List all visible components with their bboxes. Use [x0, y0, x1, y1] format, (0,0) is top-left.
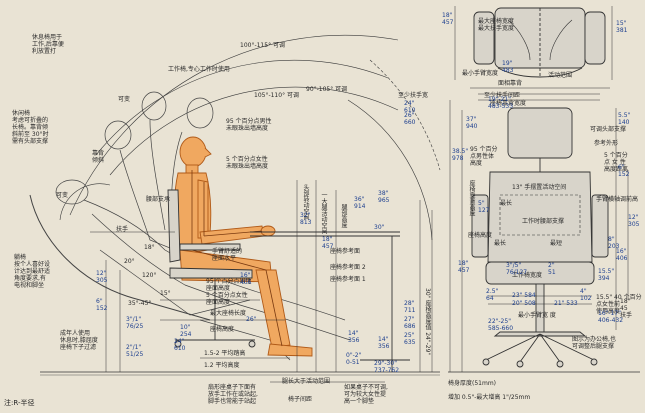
figure-foot — [267, 343, 313, 357]
front-view-backrest — [487, 171, 593, 263]
side-dimension-lines — [90, 180, 433, 383]
front-view-caster-4 — [556, 360, 564, 368]
top-view-armrest-left — [473, 11, 495, 65]
rest-figure-body — [119, 149, 201, 261]
front-dimension-lines — [449, 6, 629, 372]
chair-seat-side — [169, 267, 253, 279]
front-view-lumbar-zone — [499, 194, 581, 236]
reach-arc-middle — [109, 86, 399, 176]
front-view-armrest-left — [471, 194, 489, 258]
reach-arc-right-outer — [369, 59, 441, 171]
figure-hand — [260, 225, 276, 237]
figure-head — [179, 136, 207, 168]
front-view-caster-3 — [516, 360, 524, 368]
lounge-chair-outline — [29, 194, 211, 321]
front-view-legs — [485, 333, 595, 363]
rest-figure-head — [104, 120, 132, 150]
chair-caster-2 — [248, 340, 256, 348]
desk-side — [250, 231, 410, 372]
figure-nose — [204, 147, 212, 158]
top-view-backrest — [497, 67, 583, 78]
top-view-arc-1 — [507, 19, 531, 61]
front-view-seat — [485, 261, 595, 285]
top-view-armrest-right — [584, 11, 606, 65]
work-figure-head — [141, 91, 167, 121]
top-view-arc-2 — [549, 19, 573, 61]
ghost-figures — [29, 91, 351, 361]
chair-front-view — [471, 107, 609, 368]
lounge-figure-underside — [91, 213, 351, 341]
reach-arc-right — [347, 99, 433, 241]
reach-arcs — [59, 34, 441, 241]
work-chair-side — [167, 189, 256, 348]
chair-base-outline — [99, 249, 251, 316]
floor-lines — [40, 371, 640, 376]
figure-thigh-line — [191, 249, 267, 271]
figure-upper-arm — [197, 179, 209, 239]
chair-armrest-side — [179, 243, 241, 251]
lounge-figure-head — [55, 179, 89, 205]
knee-arc — [59, 183, 111, 221]
front-view-headrest — [507, 107, 573, 159]
upright-ghost-head — [186, 97, 214, 129]
seated-figure — [173, 136, 313, 357]
front-view-armrest-right — [591, 194, 609, 258]
reach-arc-top — [69, 34, 399, 216]
front-view-caster-2 — [590, 358, 598, 366]
chair-backrest-side — [167, 189, 181, 263]
front-view-caster-1 — [482, 358, 490, 366]
figure-lower-leg — [255, 269, 291, 349]
figure-shin-line — [265, 269, 283, 347]
reach-arc-outer — [95, 59, 389, 156]
work-figure-back — [149, 119, 166, 231]
chair-caster-1 — [174, 340, 182, 348]
chair-top-view — [473, 7, 606, 78]
front-view-post — [535, 283, 545, 333]
